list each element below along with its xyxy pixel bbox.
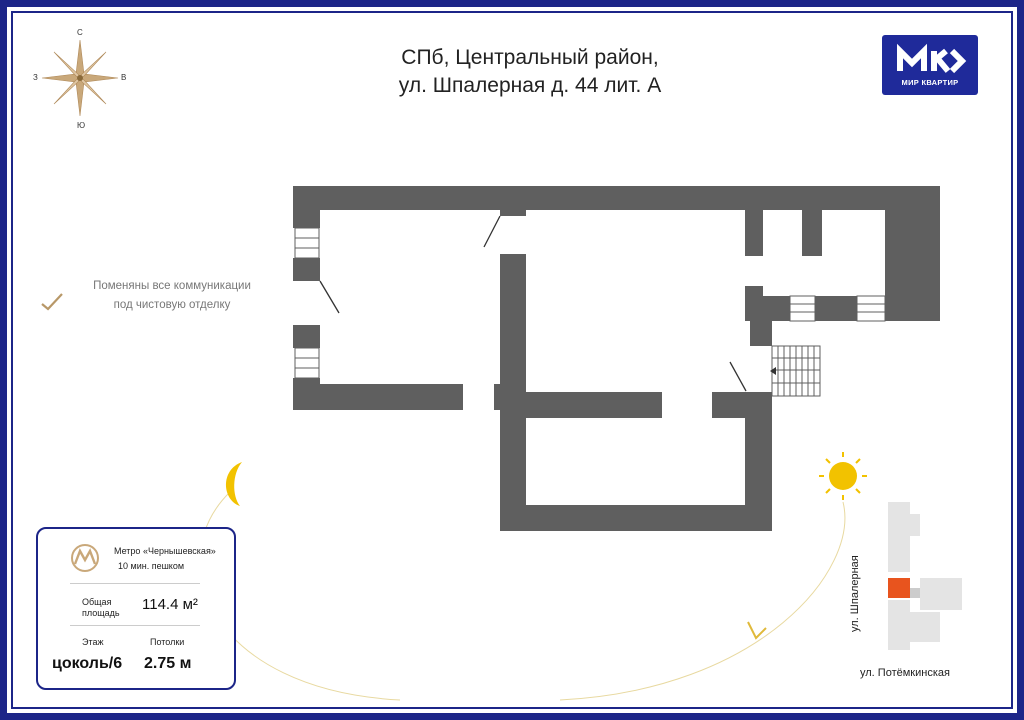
arrow-icon [747, 621, 767, 640]
compass-west-label: З [33, 73, 38, 82]
note-line-1: Поменяны все коммуникации [93, 280, 251, 292]
logo-text: МИР КВАРТИР [901, 78, 959, 87]
staircase [771, 345, 821, 397]
moon-icon [226, 462, 242, 506]
area-label: Общая площадь [82, 597, 120, 618]
street-label-vertical: ул. Шпалерная [849, 555, 861, 632]
floor-plan-walls [293, 186, 940, 531]
compass-south-label: Ю [77, 121, 86, 130]
floor-label: Этаж [82, 637, 104, 647]
title-line-1: СПб, Центральный район, [401, 46, 659, 69]
title-line-2: ул. Шпалерная д. 44 лит. А [398, 74, 662, 97]
sun-icon [819, 452, 867, 500]
compass-rose-icon [41, 39, 119, 117]
ceiling-value: 2.75 м [144, 655, 192, 672]
location-minimap [888, 502, 962, 650]
metro-logo-icon [71, 544, 99, 572]
page-title: СПб, Центральный район, ул. Шпалерная д.… [330, 44, 730, 100]
compass-east-label: В [121, 73, 127, 82]
divider [70, 583, 200, 584]
metro-walk-time: 10 мин. пешком [118, 561, 185, 571]
info-card: Метро «Чернышевская» 10 мин. пешком Обща… [36, 527, 236, 690]
metro-station: Метро «Чернышевская» [114, 546, 216, 556]
renovation-note: Поменяны все коммуникации под чистовую о… [74, 277, 270, 315]
compass-north-label: С [77, 28, 83, 37]
floor-value: цоколь/6 [52, 655, 123, 672]
ceiling-label: Потолки [150, 637, 185, 647]
highlight-building [888, 578, 910, 598]
street-label-horizontal: ул. Потёмкинская [860, 667, 950, 679]
logo-mark-icon [897, 43, 967, 74]
brand-logo: МИР КВАРТИР [882, 35, 978, 95]
note-line-2: под чистовую отделку [113, 299, 231, 311]
check-icon [41, 293, 63, 311]
divider [70, 625, 200, 626]
page-inner-border [11, 11, 1013, 709]
area-value: 114.4 м² [142, 596, 198, 613]
